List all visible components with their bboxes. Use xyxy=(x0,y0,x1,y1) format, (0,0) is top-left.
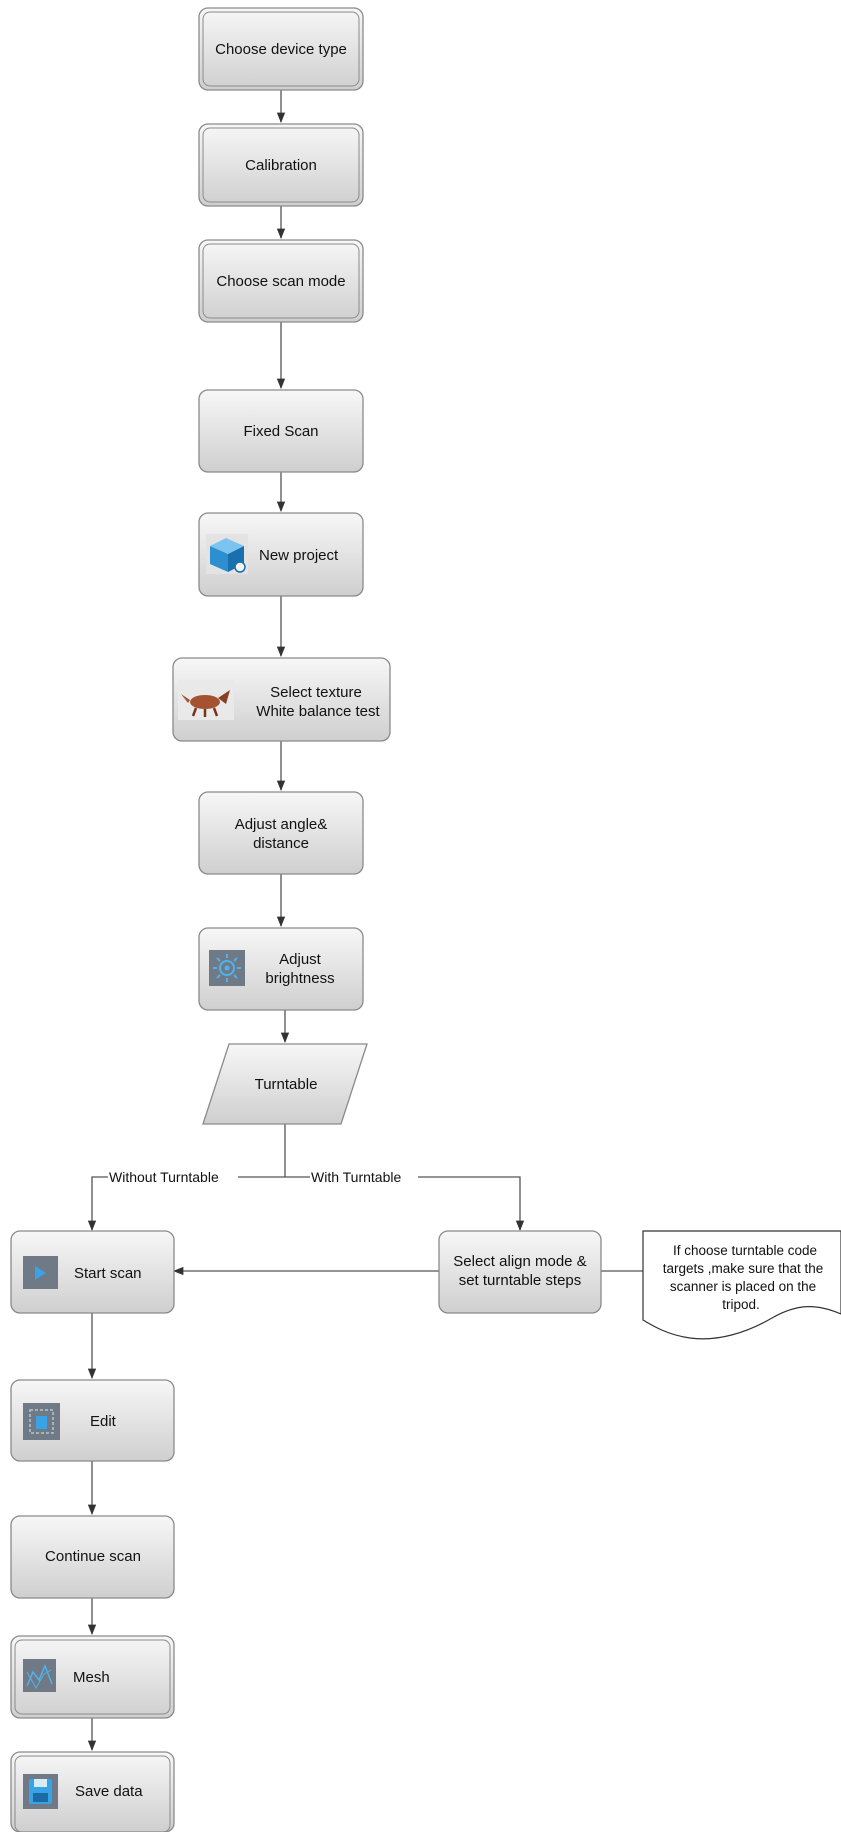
floppy-disk-icon xyxy=(23,1774,58,1809)
step-label-line-1: Select align mode & xyxy=(453,1253,586,1270)
step-label: Turntable xyxy=(255,1076,318,1093)
step-label: New project xyxy=(259,547,339,564)
step-edit: Edit xyxy=(10,1379,175,1462)
step-label: Save data xyxy=(75,1783,143,1800)
note-line-4: tripod. xyxy=(722,1297,760,1312)
step-choose-device-type: Choose device type xyxy=(198,7,364,91)
step-label: Continue scan xyxy=(45,1548,141,1565)
step-mesh: Mesh xyxy=(10,1635,175,1719)
mesh-icon xyxy=(23,1659,56,1692)
step-label: Choose device type xyxy=(215,41,347,58)
step-label-line-1: Adjust xyxy=(279,951,322,968)
dinosaur-image-icon xyxy=(178,680,234,720)
step-label-line-1: Adjust angle& xyxy=(235,816,328,833)
connectors xyxy=(87,90,643,1752)
step-label: Fixed Scan xyxy=(243,423,318,440)
edge-label-without-turntable: Without Turntable xyxy=(109,1169,219,1185)
step-adjust-angle-distance: Adjust angle& distance xyxy=(198,791,364,875)
step-label-line-2: brightness xyxy=(265,970,334,987)
step-adjust-brightness: Adjust brightness xyxy=(198,927,364,1011)
step-label: Calibration xyxy=(245,157,317,174)
step-label: Start scan xyxy=(74,1265,142,1282)
note-turntable-tripod: If choose turntable code targets ,make s… xyxy=(642,1230,841,1340)
note-line-2: targets ,make sure that the xyxy=(663,1261,824,1276)
step-label-line-2: distance xyxy=(253,835,309,852)
step-select-align-mode: Select align mode & set turntable steps xyxy=(438,1230,602,1314)
step-fixed-scan: Fixed Scan xyxy=(198,389,364,473)
step-choose-scan-mode: Choose scan mode xyxy=(198,239,364,323)
sun-gear-icon xyxy=(209,950,245,986)
step-label-line-1: Select texture xyxy=(270,684,362,701)
step-save-data: Save data xyxy=(10,1751,175,1832)
step-continue-scan: Continue scan xyxy=(10,1515,175,1599)
cube-icon xyxy=(206,534,248,574)
step-label-line-2: set turntable steps xyxy=(459,1272,582,1289)
step-select-texture: Select texture White balance test xyxy=(172,657,391,742)
step-label: Choose scan mode xyxy=(216,273,345,290)
step-label: Edit xyxy=(90,1413,117,1430)
edit-grid-icon xyxy=(23,1403,60,1440)
decision-turntable: Turntable xyxy=(202,1043,368,1125)
step-label-line-2: White balance test xyxy=(256,703,380,720)
step-label: Mesh xyxy=(73,1669,110,1686)
note-line-3: scanner is placed on the xyxy=(670,1279,816,1294)
note-line-1: If choose turntable code xyxy=(673,1243,817,1258)
step-new-project: New project xyxy=(198,512,364,597)
play-icon xyxy=(23,1256,58,1289)
step-start-scan: Start scan xyxy=(10,1230,175,1314)
edge-label-with-turntable: With Turntable xyxy=(311,1169,401,1185)
step-calibration: Calibration xyxy=(198,123,364,207)
